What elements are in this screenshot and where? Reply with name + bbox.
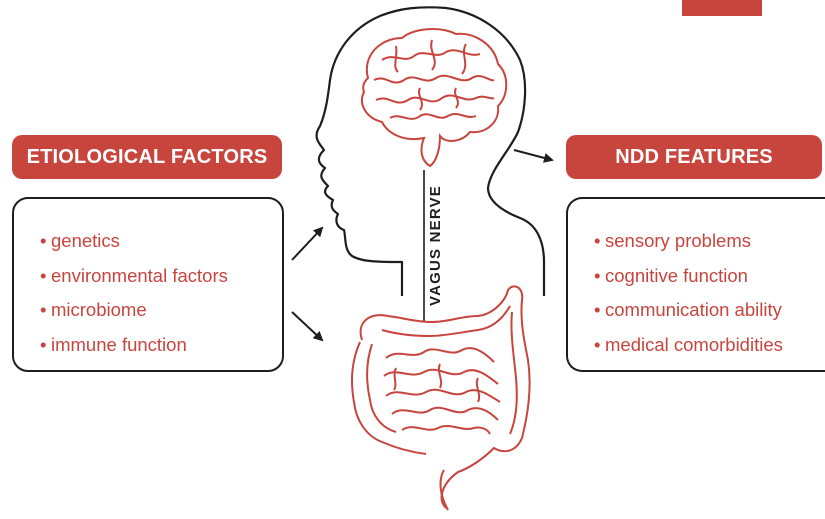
etiological-factors-header: ETIOLOGICAL FACTORS bbox=[12, 135, 282, 179]
arrow-to-gut-icon bbox=[291, 311, 324, 342]
ndd-features-title: NDD FEATURES bbox=[615, 145, 773, 168]
list-item: •communication ability bbox=[594, 299, 782, 320]
list-item: •environmental factors bbox=[40, 264, 228, 286]
list-item: •cognitive function bbox=[594, 264, 748, 286]
list-item: •immune function bbox=[40, 333, 187, 355]
arrow-to-head-icon bbox=[291, 226, 324, 261]
list-item: •sensory problems bbox=[594, 230, 752, 251]
top-accent-tab bbox=[682, 0, 762, 16]
list-item: •microbiome bbox=[40, 299, 147, 320]
etiological-factors-list: •genetics •environmental factors •microb… bbox=[40, 224, 228, 362]
brain-icon bbox=[361, 28, 508, 168]
ndd-features-header: NDD FEATURES bbox=[566, 135, 822, 179]
etiological-factors-title: ETIOLOGICAL FACTORS bbox=[26, 145, 268, 168]
vagus-nerve-label: VAGUS NERVE bbox=[426, 184, 444, 306]
head-outline-icon bbox=[315, 6, 546, 296]
intestines-icon bbox=[351, 285, 531, 511]
list-item: •medical comorbidities bbox=[594, 333, 783, 355]
arrow-to-features-icon bbox=[513, 149, 554, 163]
ndd-features-list: •sensory problems •cognitive function •c… bbox=[594, 224, 783, 362]
etiological-factors-box: •genetics •environmental factors •microb… bbox=[12, 197, 284, 372]
list-item: •genetics bbox=[40, 230, 120, 251]
ndd-features-box: •sensory problems •cognitive function •c… bbox=[566, 197, 825, 372]
